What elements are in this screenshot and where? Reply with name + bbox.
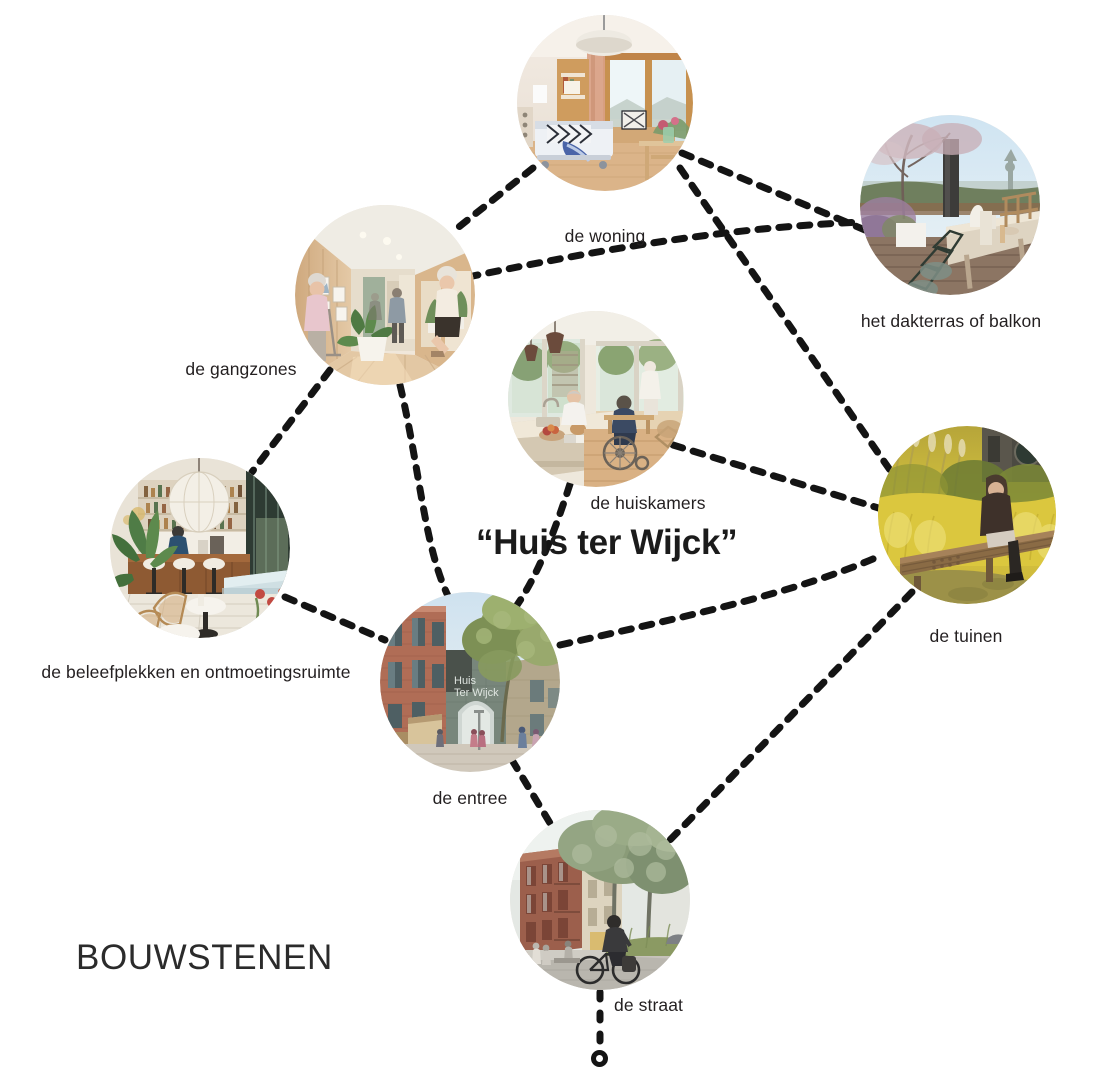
endpoint-ring-marker [591, 1050, 608, 1067]
entree-photo[interactable]: Huis Ter Wijck [380, 592, 560, 772]
edge-tuinen-straat [664, 588, 916, 846]
node-beleefplekken-label: de beleefplekken en ontmoetingsruimte [41, 662, 351, 682]
node-woning-label: de woning [564, 226, 646, 246]
node-dakterras-label: het dakterras of balkon [860, 311, 1042, 331]
edge-entree-tuinen [556, 551, 886, 649]
beleefplekken-photo[interactable] [110, 458, 290, 638]
node-huiskamers-label: de huiskamers [590, 493, 706, 513]
straat-photo[interactable] [510, 810, 690, 990]
edge-entree-straat [508, 756, 560, 837]
node-gangzones-label: de gangzones [185, 359, 297, 379]
footer-label: BOUWSTENEN [76, 938, 333, 977]
node-straat-label: de straat [614, 995, 683, 1015]
dakterras-photo[interactable] [860, 115, 1040, 295]
edge-gangzones-beleefplekken [248, 366, 334, 476]
edge-beleefplekken-entree [281, 593, 389, 644]
tuinen-photo[interactable] [878, 426, 1056, 604]
node-tuinen-label: de tuinen [929, 626, 1003, 646]
edge-gangzones-entree [396, 381, 452, 600]
edge-woning-gangzones [451, 164, 537, 234]
edge-gangzones-dakterras [464, 218, 866, 281]
entree-sign-line1: Huis [454, 675, 477, 687]
center-title: “Huis ter Wijck” [476, 523, 738, 562]
edge-woning-tuinen [676, 164, 894, 474]
huiskamers-photo[interactable] [508, 311, 684, 487]
woning-photo[interactable] [517, 15, 693, 191]
entree-sign-line2: Ter Wijck [454, 687, 499, 699]
edge-woning-dakterras [678, 149, 869, 234]
node-entree-label: de entree [432, 788, 508, 808]
gangzones-photo[interactable] [295, 205, 475, 385]
